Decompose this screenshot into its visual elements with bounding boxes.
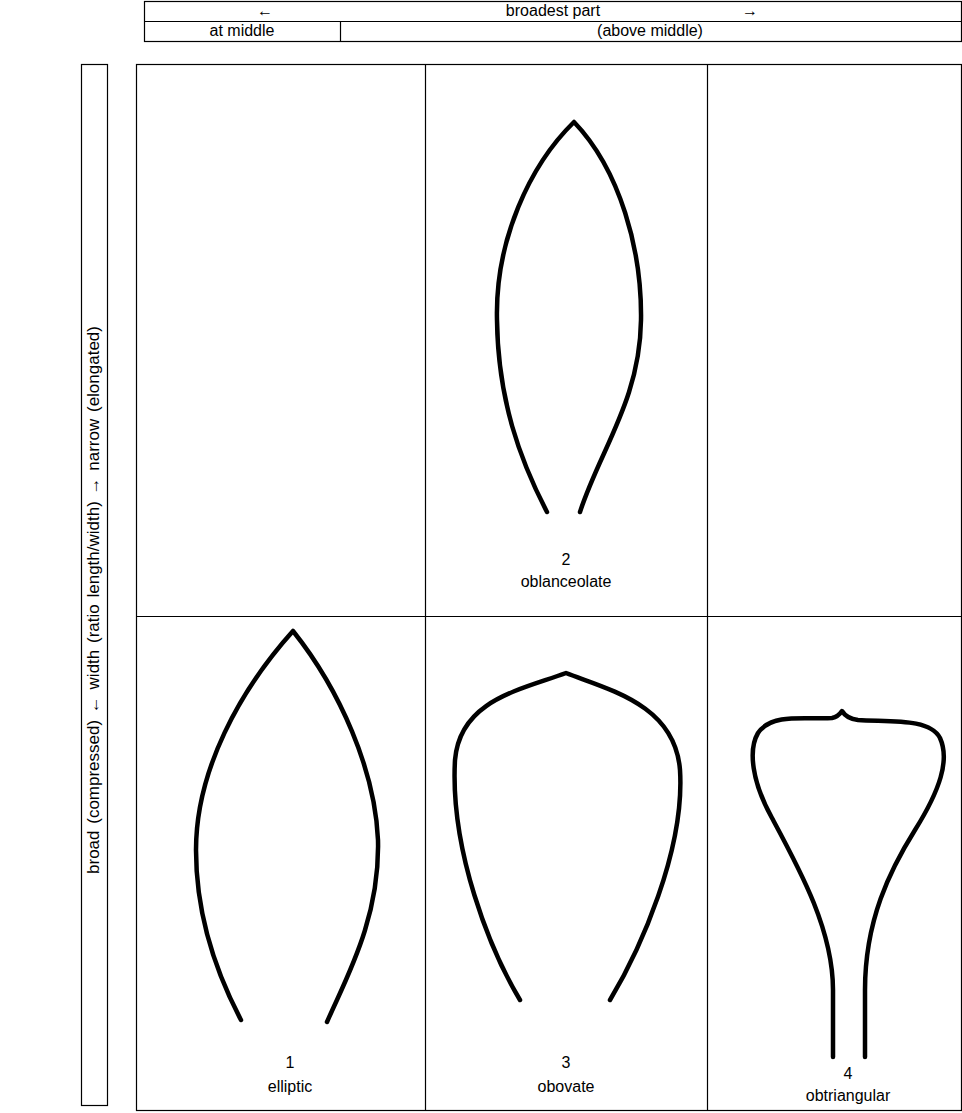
shape-name: oblanceolate bbox=[521, 573, 612, 591]
shape-number: 1 bbox=[286, 1054, 295, 1072]
shape-number: 4 bbox=[844, 1065, 853, 1083]
column-header: (above middle) bbox=[597, 22, 703, 40]
axis-box bbox=[82, 65, 108, 1106]
column-header: at middle bbox=[210, 22, 275, 40]
arrow-left: ← bbox=[257, 2, 273, 20]
header-table bbox=[145, 2, 962, 42]
elliptic-shape bbox=[196, 631, 378, 1022]
oblanceolate-shape bbox=[497, 122, 641, 512]
obtriangular-shape bbox=[753, 711, 944, 1057]
shape-name: elliptic bbox=[268, 1078, 312, 1096]
shape-number: 2 bbox=[562, 551, 571, 569]
axis-label: broad (compressed) ← width (ratio length… bbox=[84, 326, 104, 874]
shape-name: obovate bbox=[538, 1078, 595, 1096]
shape-name: obtriangular bbox=[806, 1087, 891, 1105]
header-title: broadest part bbox=[506, 2, 600, 20]
arrow-right: → bbox=[742, 2, 758, 20]
shape-grid bbox=[137, 65, 962, 1111]
shape-number: 3 bbox=[562, 1054, 571, 1072]
obovate-shape bbox=[455, 673, 681, 1000]
